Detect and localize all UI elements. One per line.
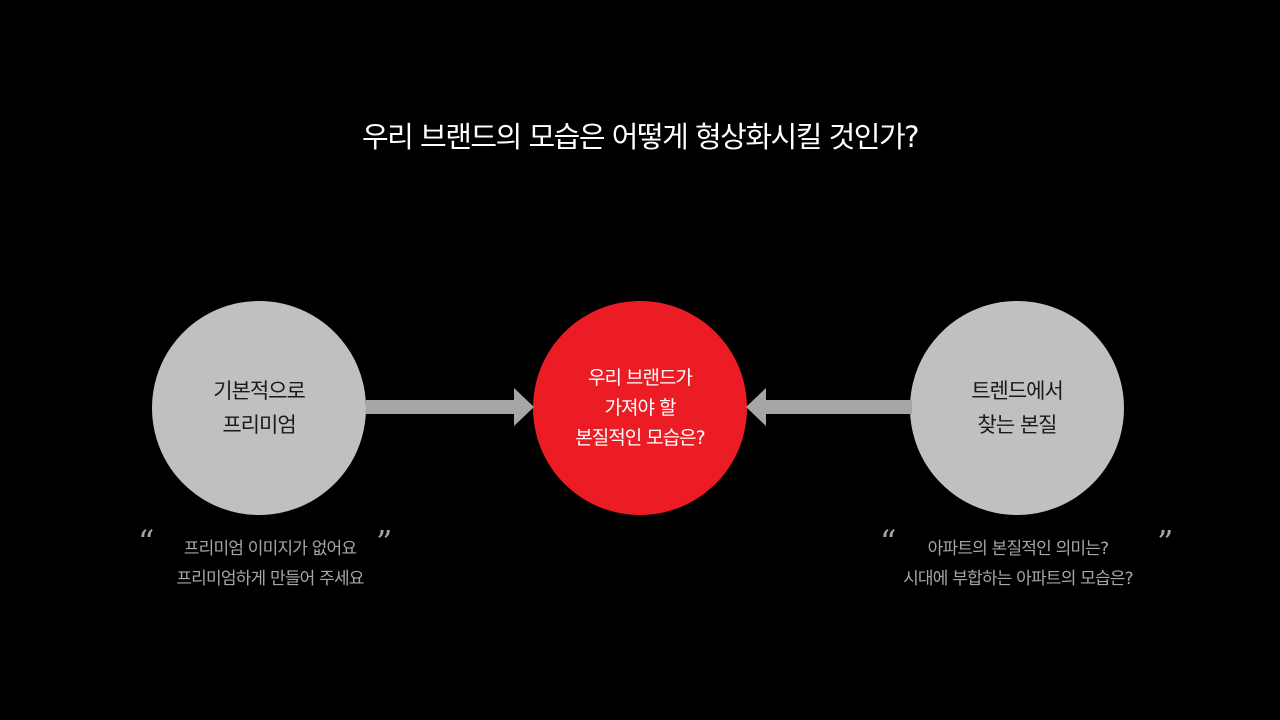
arrow-right-icon xyxy=(366,388,534,426)
open-quote-mark: “ xyxy=(138,523,155,561)
page-title: 우리 브랜드의 모습은 어떻게 형상화시킬 것인가? xyxy=(361,120,920,154)
node-label-line: 우리 브랜드가 xyxy=(588,367,693,389)
open-quote-mark: “ xyxy=(880,523,897,561)
quote-line: 아파트의 본질적인 의미는? xyxy=(927,539,1109,559)
node-label-line: 기본적으로 xyxy=(213,379,306,403)
node-label-line: 프리미엄 xyxy=(222,413,296,437)
node-label-line: 가져야 할 xyxy=(604,397,677,419)
quote-left: 프리미엄 이미지가 없어요 프리미엄하게 만들어 주세요 xyxy=(110,534,430,594)
close-quote-mark: ” xyxy=(376,523,393,561)
node-label-line: 찾는 본질 xyxy=(977,413,1058,437)
quote-right: 아파트의 본질적인 의미는? 시대에 부합하는 아파트의 모습은? xyxy=(858,534,1178,594)
close-quote-mark: ” xyxy=(1157,523,1174,561)
node-brand-essence: 우리 브랜드가 가져야 할 본질적인 모습은? xyxy=(533,301,747,515)
quote-line: 프리미엄 이미지가 없어요 xyxy=(183,539,357,559)
node-premium: 기본적으로 프리미엄 xyxy=(152,301,366,515)
quote-line: 프리미엄하게 만들어 주세요 xyxy=(176,569,364,589)
node-label-line: 본질적인 모습은? xyxy=(575,427,705,449)
quote-line: 시대에 부합하는 아파트의 모습은? xyxy=(903,569,1134,589)
node-label-line: 트렌드에서 xyxy=(971,379,1064,403)
arrow-left-icon xyxy=(746,388,912,426)
node-trend: 트렌드에서 찾는 본질 xyxy=(910,301,1124,515)
